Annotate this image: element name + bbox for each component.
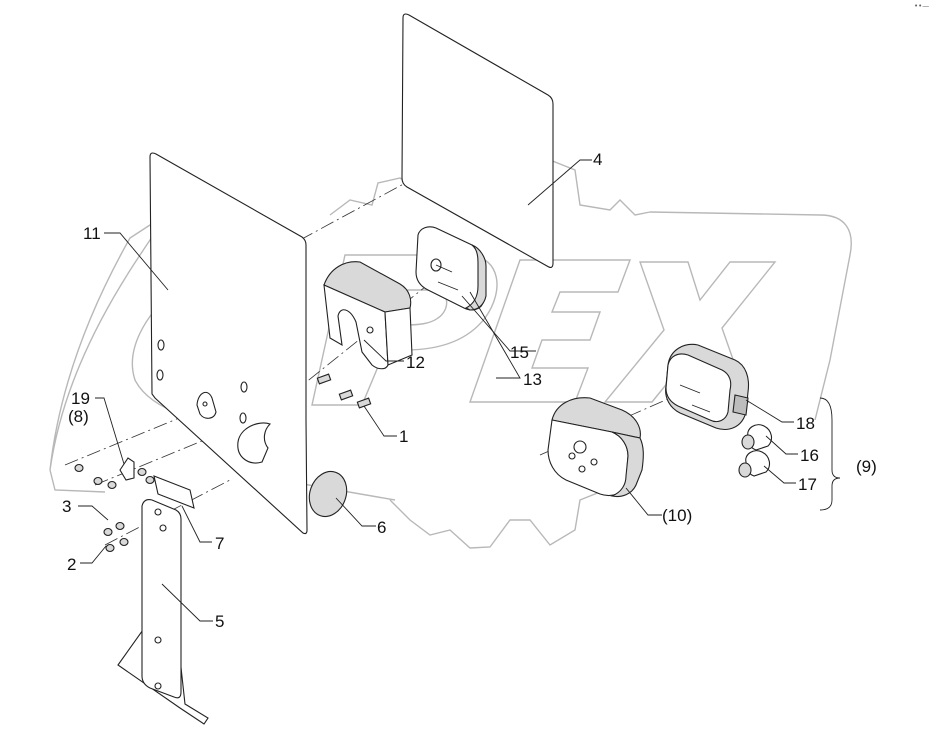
left-tail-lamp [415,226,487,311]
part-19-small-bracket [119,457,135,481]
lens-10-large-hole [573,440,587,454]
leader-13 [469,291,521,379]
callout-16: 16 [800,446,819,465]
callout-6: 6 [377,518,386,537]
left-lamp-pin-2 [437,281,459,291]
lens-10-small-hole-1 [568,452,576,460]
leader-4 [527,159,592,206]
kit-9-brace [819,397,841,511]
callout-12: 12 [406,353,425,372]
part-1-bolts [316,373,372,409]
leader-18 [745,399,794,423]
housing-18-pin-1 [679,384,701,394]
part-17-bulb [738,450,771,478]
lens-10-side [610,431,644,498]
nut-g [115,521,125,531]
callout-19: 19 [71,389,90,408]
callout-labels: 4 11 12 15 13 1 19 (8) 3 2 7 5 6 (10) 18… [62,150,877,631]
callout-2: 2 [67,555,76,574]
callout-15: 15 [510,343,529,362]
bracket-12-hole [366,326,374,334]
leader-lines [78,159,798,622]
nut-h [105,543,115,553]
leader-6 [335,497,376,527]
leader-16 [765,435,798,455]
callout-11: 11 [83,224,101,243]
callout-9: (9) [856,457,877,476]
corner-mark: ••— [914,2,929,10]
callout-18: 18 [796,414,815,433]
part-6-reflector-disc [308,470,348,518]
leader-17 [763,465,796,484]
callout-8: (8) [68,407,89,426]
watermark-right-shape [649,211,852,421]
post-5-hole-2 [159,524,167,532]
left-lamp-pin-1 [435,264,453,273]
parts-2-3-nuts-washers [74,463,155,553]
post-5-hole-1 [154,508,162,516]
lens-10-small-hole-3 [578,465,586,473]
callout-10: (10) [662,506,692,525]
plate-hole-3 [240,381,248,393]
leader-12 [363,339,404,362]
leader-1 [363,405,397,437]
left-lamp-body [415,226,485,311]
bolt-1c [356,397,372,409]
housing-18-pin-2 [691,404,711,413]
callout-13: 13 [523,370,542,389]
bolt-1a [316,373,332,385]
post-5-hole-4 [154,682,162,690]
axis-upper [299,147,471,241]
nut-b [93,476,103,486]
leader-19 [95,397,125,465]
leader-2 [80,545,107,564]
leader-3 [78,505,109,521]
nut-f [103,527,113,537]
nut-i [119,537,129,547]
part-16-bulb [741,424,773,451]
housing-18-face [665,353,732,423]
callout-1: 1 [399,427,408,446]
callout-3: 3 [62,497,71,516]
left-lamp-side [464,244,487,311]
leader-7 [181,505,212,543]
part-12-lamp-bracket [323,261,413,370]
plate-hole-2 [156,369,164,381]
part-18-lamp-housing [665,343,750,430]
nut-e [145,475,155,485]
part-7-clamp-plate [153,475,195,509]
leader-11 [104,232,169,291]
bolt-1b [338,389,354,401]
lens-10-top [551,397,641,439]
watermark-letter-e [469,259,632,403]
part-11-mounting-plate [149,152,308,535]
bulb-17-base [738,462,752,478]
post-5-hole-3 [154,636,162,644]
bulb-16-base [741,434,755,450]
leader-5 [161,583,213,622]
plate-small-hole [202,401,208,407]
part-4-cover-plate [401,13,554,268]
lens-10-small-hole-2 [590,458,598,466]
part-5-mounting-post [117,499,209,725]
leader-10 [625,487,662,516]
housing-18-clip [732,394,749,416]
plate-hole-1 [157,339,165,351]
bracket-12-side [384,307,413,366]
part-6-reflector-bracket [237,422,272,464]
part-10-lamp-lens [547,397,644,498]
callout-5: 5 [215,612,224,631]
nut-a [74,463,84,473]
watermark-left-shape [49,224,162,471]
callout-7: 7 [215,534,224,553]
leader-15 [461,295,536,352]
plate-hole-4 [239,412,247,424]
bracket-12-top [323,261,412,313]
post-5-upright [141,499,182,699]
callout-4: 4 [593,150,602,169]
nut-d [137,467,147,477]
callout-17: 17 [798,475,817,494]
nut-c [107,480,117,490]
